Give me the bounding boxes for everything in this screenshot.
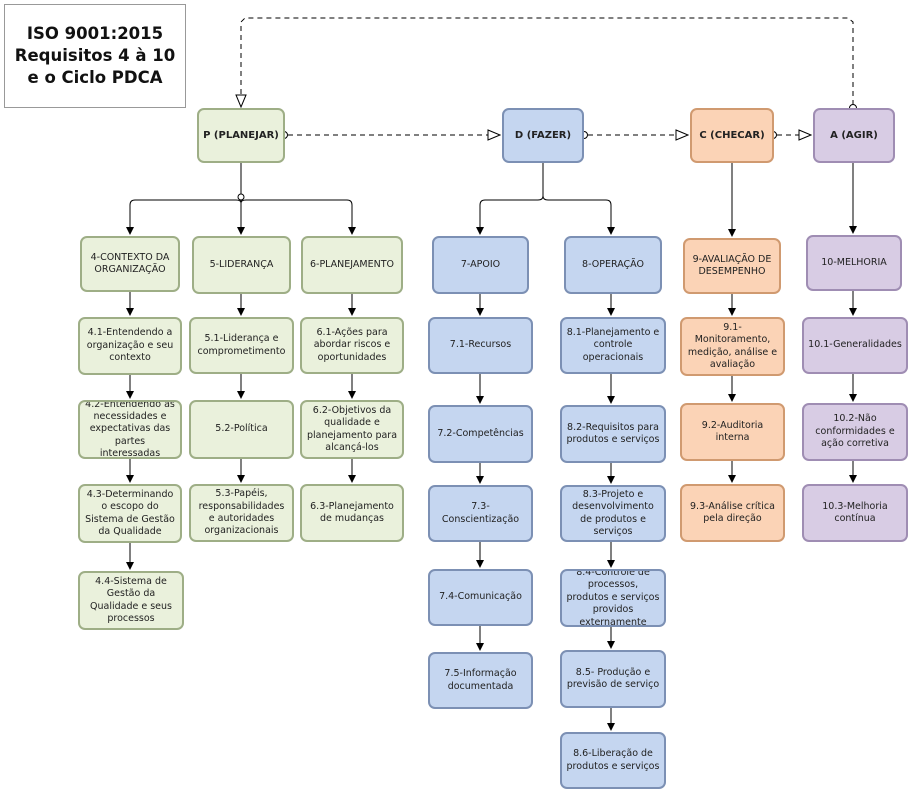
section-6-heading[interactable]: 6-PLANEJAMENTO [301,236,403,294]
item-7-4[interactable]: 7.4-Comunicação [428,569,533,626]
phase-check[interactable]: C (CHECAR) [690,108,774,163]
item-10-3[interactable]: 10.3-Melhoria contínua [802,484,908,542]
item-10-2[interactable]: 10.2-Não conformidades e ação corretiva [802,403,908,461]
item-8-3[interactable]: 8.3-Projeto e desenvolvimento de produto… [560,485,666,542]
item-8-1[interactable]: 8.1-Planejamento e controle operacionais [560,317,666,374]
item-4-1[interactable]: 4.1-Entendendo a organização e seu conte… [78,317,182,375]
phase-do-label: D (FAZER) [514,130,572,141]
item-6-1[interactable]: 6.1-Ações para abordar riscos e oportuni… [300,317,404,374]
item-5-3[interactable]: 5.3-Papéis, responsabilidades e autorida… [189,484,294,542]
title-line-1: ISO 9001:2015 [26,23,164,43]
item-10-1[interactable]: 10.1-Generalidades [802,317,908,374]
phase-act-label: A (AGIR) [830,130,878,141]
phase-act[interactable]: A (AGIR) [813,108,895,163]
phase-plan[interactable]: P (PLANEJAR) [197,108,285,163]
section-9-heading[interactable]: 9-AVALIAÇÃO DE DESEMPENHO [683,238,781,294]
section-8-heading[interactable]: 8-OPERAÇÃO [564,236,662,294]
item-7-1[interactable]: 7.1-Recursos [428,317,533,374]
item-8-6[interactable]: 8.6-Liberação de produtos e serviços [560,732,666,789]
phase-check-label: C (CHECAR) [699,130,765,141]
item-9-3[interactable]: 9.3-Análise crítica pela direção [680,484,785,542]
section-4-heading[interactable]: 4-CONTEXTO DA ORGANIZAÇÃO [80,236,180,292]
item-7-5[interactable]: 7.5-Informação documentada [428,652,533,709]
item-4-4[interactable]: 4.4-Sistema de Gestão da Qualidade e seu… [78,571,184,630]
item-4-2[interactable]: 4.2-Entendendo as necessidades e expecta… [78,400,182,459]
section-7-heading[interactable]: 7-APOIO [432,236,529,294]
item-5-2[interactable]: 5.2-Política [189,400,294,459]
section-10-heading[interactable]: 10-MELHORIA [806,235,902,291]
section-5-heading[interactable]: 5-LIDERANÇA [192,236,291,294]
diagram-title: ISO 9001:2015 Requisitos 4 à 10 e o Cicl… [4,4,186,108]
title-line-2: Requisitos 4 à 10 [14,45,176,65]
item-5-1[interactable]: 5.1-Liderança e comprometimento [189,317,294,374]
item-9-1[interactable]: 9.1-Monitoramento, medição, análise e av… [680,317,785,376]
item-7-3[interactable]: 7.3-Conscientização [428,485,533,542]
item-8-4[interactable]: 8.4-Controle de processos, produtos e se… [560,569,666,627]
title-line-3: e o Ciclo PDCA [27,68,163,88]
item-9-2[interactable]: 9.2-Auditoria interna [680,403,785,461]
item-6-2[interactable]: 6.2-Objetivos da qualidade e planejament… [300,400,404,459]
item-8-5[interactable]: 8.5- Produção e previsão de serviço [560,650,666,708]
item-8-2[interactable]: 8.2-Requisitos para produtos e serviços [560,405,666,463]
item-6-3[interactable]: 6.3-Planejamento de mudanças [300,484,404,542]
phase-plan-label: P (PLANEJAR) [203,130,279,141]
phase-do[interactable]: D (FAZER) [502,108,584,163]
item-7-2[interactable]: 7.2-Competências [428,405,533,463]
item-4-3[interactable]: 4.3-Determinando o escopo do Sistema de … [78,484,182,543]
act-to-plan-loop [241,17,854,107]
